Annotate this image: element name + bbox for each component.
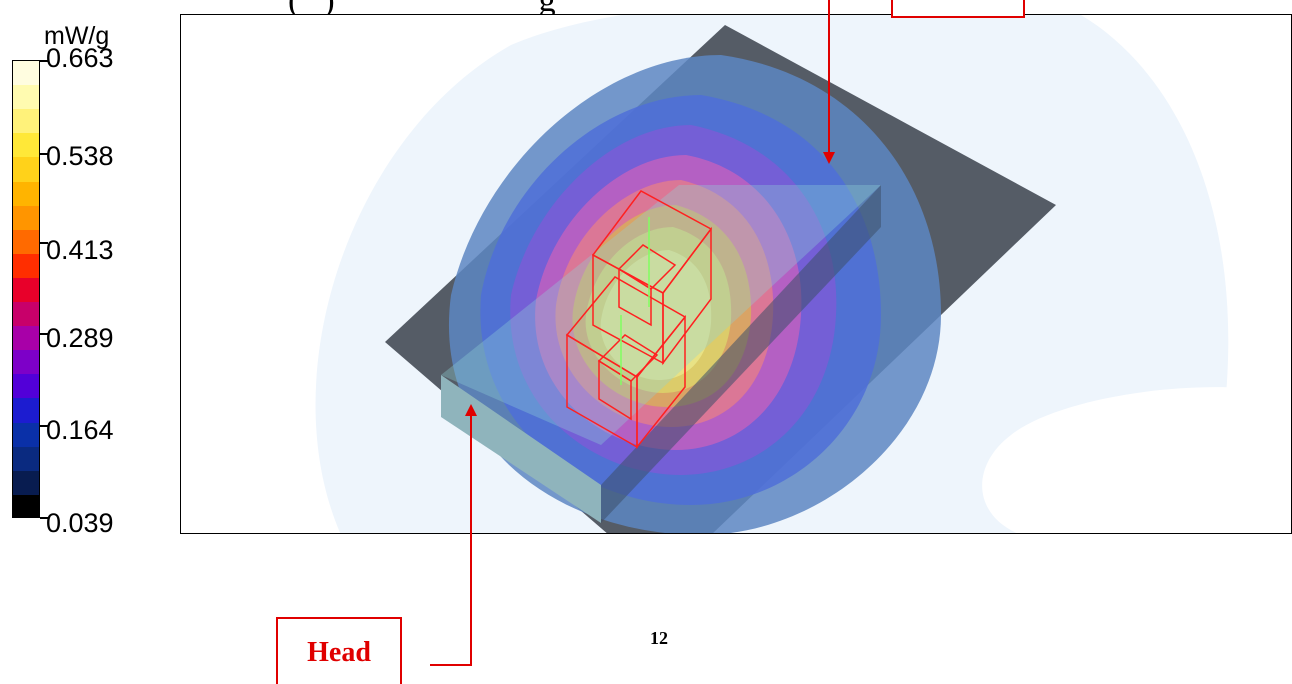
color-scale-segment: [13, 470, 39, 496]
head-phantom-front: [441, 375, 601, 523]
sar-scan-view: [180, 14, 1292, 534]
color-scale-segment: [13, 446, 39, 472]
color-scale-segment: [13, 85, 39, 111]
tick-label: 0.164: [46, 415, 114, 445]
color-scale-segment: [13, 181, 39, 207]
head-label-box: Head: [276, 617, 402, 684]
color-scale-segment: [13, 398, 39, 424]
color-scale-segment: [13, 109, 39, 135]
tick-mark: [40, 242, 48, 244]
color-scale-segment: [13, 422, 39, 448]
tick-mark: [40, 333, 48, 335]
color-scale-segment: [13, 326, 39, 352]
tick-mark: [40, 60, 48, 62]
annotation-line: [470, 414, 472, 666]
top-label-box: [891, 0, 1025, 18]
tick-label: 0.413: [46, 235, 114, 265]
head-label: Head: [307, 637, 371, 668]
annotation-arrow: [465, 404, 477, 416]
color-scale-segment: [13, 253, 39, 279]
unit-label: mW/g: [44, 22, 110, 50]
annotation-line: [430, 664, 472, 666]
tick-label-min: 0.039: [46, 508, 114, 538]
color-scale-segment: [13, 302, 39, 328]
tick-label: 0.289: [46, 323, 114, 353]
color-scale-segment: [13, 133, 39, 159]
color-scale-segment: [13, 205, 39, 231]
sar-contour: [600, 250, 712, 380]
page-number: 12: [650, 628, 668, 648]
tick-label-max: 0.663: [46, 43, 114, 73]
color-scale-segment: [13, 157, 39, 183]
tick-mark: [40, 425, 48, 427]
color-scale-segment: [13, 350, 39, 376]
color-scale-segment: [13, 374, 39, 400]
phantom-notch: [982, 387, 1291, 533]
sar-scan-graphic: [315, 15, 1291, 533]
tick-mark: [40, 153, 48, 155]
tick-mark: [40, 517, 48, 519]
head-phantom-top: [441, 185, 881, 445]
color-scale-segment: [13, 277, 39, 304]
color-scale-segment: [13, 229, 39, 255]
color-scale-bar: [12, 60, 40, 518]
color-scale-segment: [13, 61, 39, 87]
annotation-line: [828, 0, 830, 152]
annotation-arrow: [823, 152, 835, 164]
head-phantom-side: [601, 185, 881, 523]
color-scale-segment: [13, 494, 39, 517]
tick-label: 0.538: [46, 141, 114, 171]
